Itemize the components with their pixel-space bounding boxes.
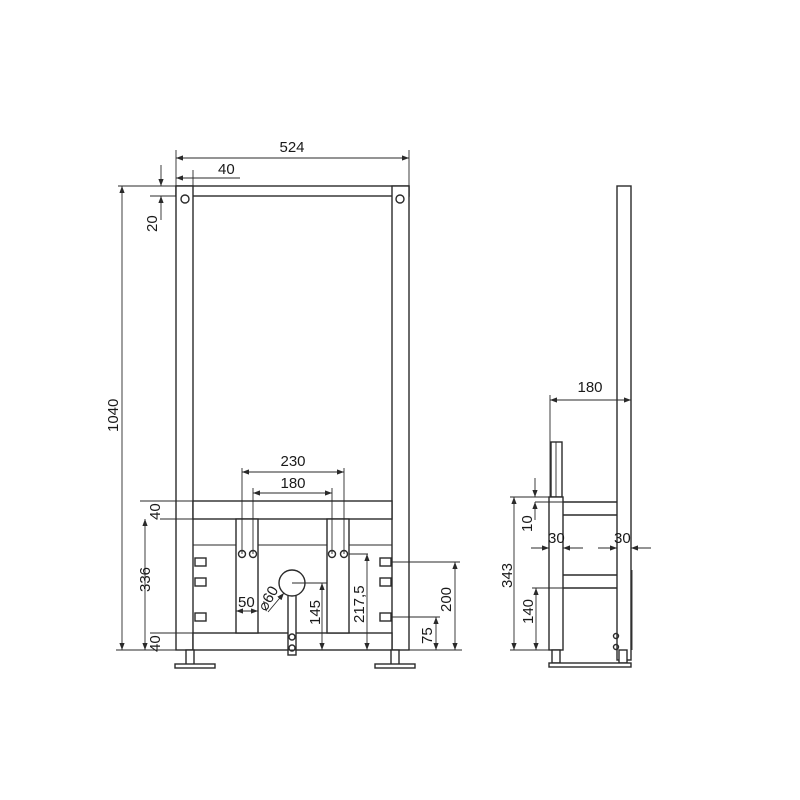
dim-crossbar-top: 40 bbox=[147, 503, 164, 520]
dim-side-mount-height: 343 bbox=[499, 563, 516, 588]
connection-tube bbox=[550, 441, 563, 498]
left-post bbox=[175, 185, 194, 651]
dim-bracket-lower: 75 bbox=[419, 627, 436, 644]
dim-depth: 180 bbox=[577, 379, 602, 396]
side-foot bbox=[548, 662, 632, 668]
dim-drain-diameter: ⌀60 bbox=[255, 583, 283, 614]
side-view: 180 10 343 140 30 30 bbox=[499, 185, 651, 668]
dim-front-post-width: 30 bbox=[548, 530, 565, 547]
right-foot bbox=[374, 663, 416, 669]
right-plate bbox=[326, 518, 350, 634]
mount-hole-right bbox=[395, 194, 405, 204]
front-view: 524 40 20 1040 230 180 40 336 40 50 ⌀60 … bbox=[105, 139, 462, 669]
right-post bbox=[391, 185, 410, 651]
dim-crossbar-bottom: 40 bbox=[147, 635, 164, 652]
front-post bbox=[548, 496, 564, 651]
dim-post-offset: 40 bbox=[218, 161, 235, 178]
mount-hole-left bbox=[180, 194, 190, 204]
left-foot bbox=[174, 663, 216, 669]
dim-overall-height: 1040 bbox=[105, 399, 122, 432]
dim-side-offset: 10 bbox=[519, 515, 536, 532]
dim-plate-width: 50 bbox=[238, 594, 255, 611]
upper-crossbar bbox=[192, 500, 393, 520]
dim-mount-height: 336 bbox=[137, 567, 154, 592]
left-plate bbox=[235, 518, 259, 634]
dim-bracket-upper: 200 bbox=[438, 587, 455, 612]
dim-inner-spacing: 180 bbox=[280, 475, 305, 492]
dim-outer-spacing: 230 bbox=[280, 453, 305, 470]
dim-connection-height: 217,5 bbox=[351, 585, 368, 623]
top-beam bbox=[175, 185, 410, 197]
dim-rear-post-width: 30 bbox=[614, 530, 631, 547]
dim-drain-height: 145 bbox=[307, 600, 324, 625]
dim-lower-height: 140 bbox=[520, 599, 537, 624]
dim-overall-width: 524 bbox=[279, 139, 304, 156]
rear-post bbox=[616, 185, 632, 661]
dim-top-offset: 20 bbox=[144, 215, 161, 232]
